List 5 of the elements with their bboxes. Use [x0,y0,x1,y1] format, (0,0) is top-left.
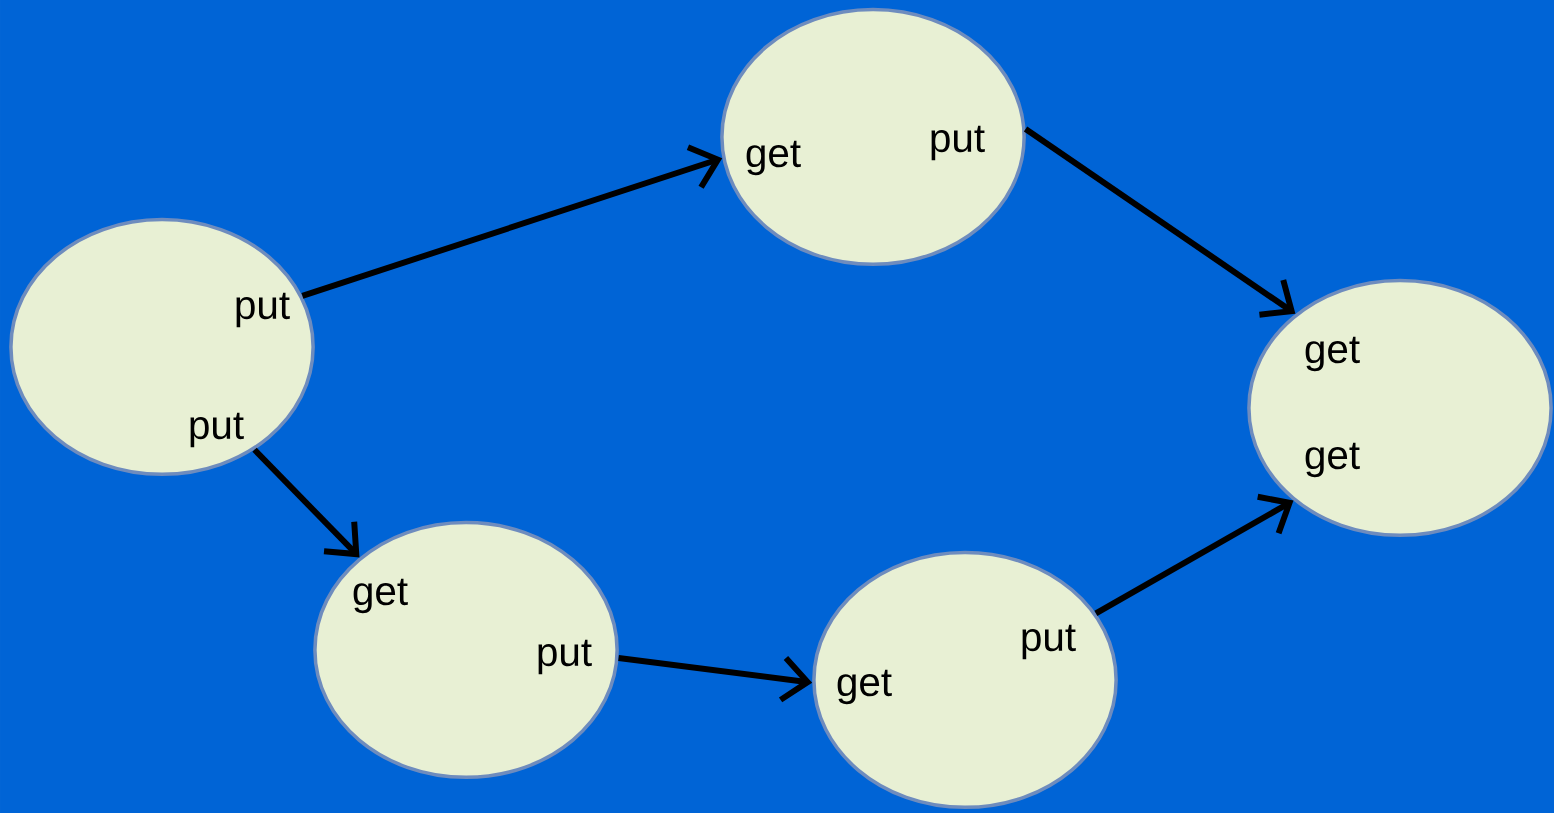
arrow [1023,126,1296,318]
arrow [1094,493,1294,616]
arrow [252,447,360,558]
arrow [618,655,813,703]
arrow [301,144,723,299]
